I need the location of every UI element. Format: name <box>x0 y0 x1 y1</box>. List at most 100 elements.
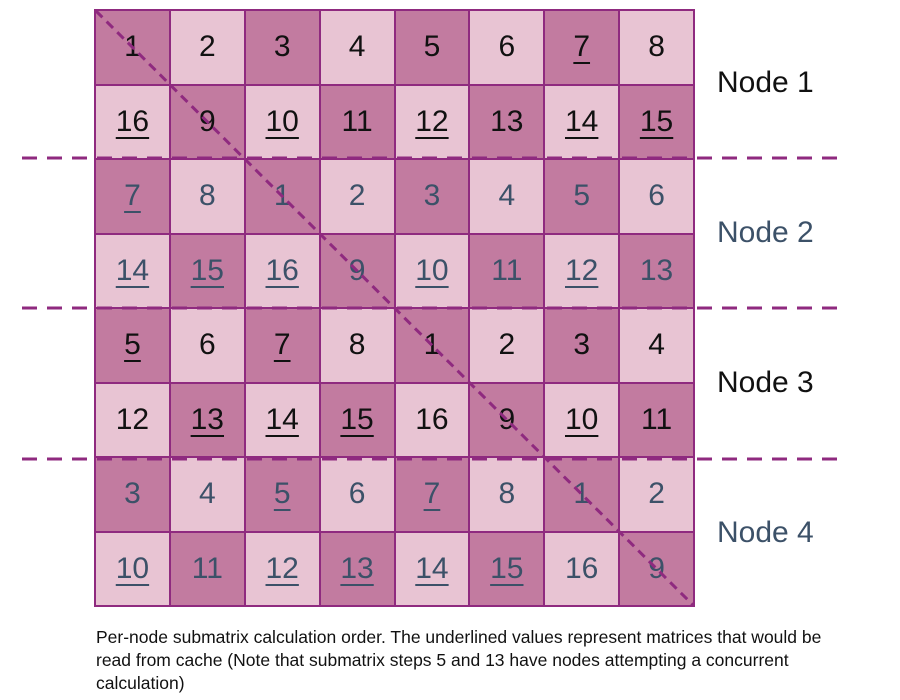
grid-cell: 14 <box>96 234 169 307</box>
grid-cell-value: 12 <box>415 104 449 138</box>
grid-cell: 1 <box>545 458 619 531</box>
grid-cell-value: 1 <box>423 328 441 362</box>
grid-cell-value: 3 <box>124 477 141 511</box>
grid-cell-value: 15 <box>490 551 524 585</box>
grid-cell: 7 <box>245 309 319 382</box>
grid-cell-value: 11 <box>341 104 373 138</box>
grid-cell: 1 <box>96 11 169 84</box>
grid-cell: 5 <box>395 11 469 84</box>
grid-cell-value: 2 <box>648 477 665 511</box>
grid-cell-value: 1 <box>573 477 591 511</box>
grid-cell-value: 6 <box>648 179 665 213</box>
grid-cell-value: 15 <box>190 253 224 287</box>
grid-cell: 12 <box>545 234 619 307</box>
grid-cell-value: 5 <box>124 328 141 362</box>
grid-cell-value: 1 <box>273 179 291 213</box>
grid-cell-value: 10 <box>415 253 449 287</box>
grid-cell: 12 <box>395 85 469 158</box>
grid-cell: 4 <box>470 160 544 233</box>
grid-cell: 7 <box>96 160 169 233</box>
grid-cell-value: 16 <box>115 104 150 138</box>
node-4-label: Node 4 <box>717 516 814 549</box>
grid-cell-value: 4 <box>348 30 366 64</box>
grid-cell-value: 8 <box>648 30 665 64</box>
grid-cell: 5 <box>545 160 619 233</box>
figure-caption: Per-node submatrix calculation order. Th… <box>96 627 822 693</box>
node-1-label: Node 1 <box>717 66 814 99</box>
grid-cell-value: 16 <box>565 551 599 585</box>
grid-cell-value: 11 <box>491 253 523 287</box>
grid-cell: 12 <box>96 383 169 456</box>
grid-cell: 10 <box>545 383 619 456</box>
grid-cell-value: 15 <box>340 402 374 436</box>
grid-cell: 15 <box>470 532 544 605</box>
grid-cell: 4 <box>620 309 693 382</box>
grid-cell-value: 10 <box>565 402 599 436</box>
grid-cell: 2 <box>620 458 693 531</box>
node-3-label: Node 3 <box>717 366 814 399</box>
grid-cell-value: 13 <box>639 253 674 287</box>
grid-cell-value: 14 <box>265 402 299 436</box>
grid-cell-value: 8 <box>348 328 366 362</box>
grid-cell-value: 10 <box>115 551 150 585</box>
grid-cell-value: 9 <box>348 253 366 287</box>
grid-cell-value: 14 <box>565 104 599 138</box>
grid-cell: 13 <box>470 85 544 158</box>
grid-cell: 13 <box>320 532 394 605</box>
grid-cell-value: 5 <box>573 179 591 213</box>
grid-cell: 7 <box>545 11 619 84</box>
grid-cell: 14 <box>395 532 469 605</box>
grid-cell-value: 2 <box>348 179 366 213</box>
grid-cell-value: 9 <box>498 402 516 436</box>
grid-cell: 16 <box>245 234 319 307</box>
grid-cell: 10 <box>245 85 319 158</box>
grid-cell-value: 7 <box>124 179 141 213</box>
grid-cell: 5 <box>96 309 169 382</box>
grid-cell-value: 16 <box>265 253 299 287</box>
grid-cell-value: 2 <box>198 30 216 64</box>
grid-cell-value: 3 <box>573 328 591 362</box>
grid-cell: 11 <box>620 383 693 456</box>
grid-cell: 2 <box>320 160 394 233</box>
grid-cell: 13 <box>620 234 693 307</box>
grid-cell: 10 <box>96 532 169 605</box>
grid-cell: 16 <box>96 85 169 158</box>
grid-cell-value: 12 <box>565 253 599 287</box>
grid-cell-value: 2 <box>498 328 516 362</box>
grid-cell: 11 <box>170 532 244 605</box>
grid-cell: 7 <box>395 458 469 531</box>
grid-cell: 14 <box>545 85 619 158</box>
grid-cell: 12 <box>245 532 319 605</box>
grid-cell: 1 <box>245 160 319 233</box>
grid-cell: 3 <box>545 309 619 382</box>
grid-cell: 9 <box>470 383 544 456</box>
grid-cell: 5 <box>245 458 319 531</box>
grid-cell-value: 6 <box>498 30 516 64</box>
grid-cell: 1 <box>395 309 469 382</box>
grid-cell-value: 13 <box>490 104 524 138</box>
grid-cell: 6 <box>620 160 693 233</box>
grid-cell-value: 14 <box>415 551 449 585</box>
grid-cell-value: 4 <box>498 179 516 213</box>
grid-cell-value: 6 <box>348 477 366 511</box>
grid-cell-value: 3 <box>273 30 291 64</box>
grid-cell: 9 <box>170 85 244 158</box>
grid-cell-value: 8 <box>498 477 516 511</box>
grid-cell: 11 <box>320 85 394 158</box>
grid-cell: 3 <box>96 458 169 531</box>
grid-cell-value: 13 <box>340 551 374 585</box>
grid-cell-value: 7 <box>273 328 291 362</box>
grid-cell-value: 16 <box>415 402 449 436</box>
grid-cell: 16 <box>545 532 619 605</box>
grid-cell-value: 1 <box>124 30 141 64</box>
grid-cell: 8 <box>320 309 394 382</box>
node-2-label: Node 2 <box>717 216 814 249</box>
grid-cell-value: 10 <box>265 104 299 138</box>
grid-cell: 4 <box>170 458 244 531</box>
grid-cell-value: 4 <box>198 477 216 511</box>
grid-cell: 15 <box>620 85 693 158</box>
grid-cell: 6 <box>470 11 544 84</box>
grid-cell-value: 5 <box>273 477 291 511</box>
grid-cell: 8 <box>170 160 244 233</box>
